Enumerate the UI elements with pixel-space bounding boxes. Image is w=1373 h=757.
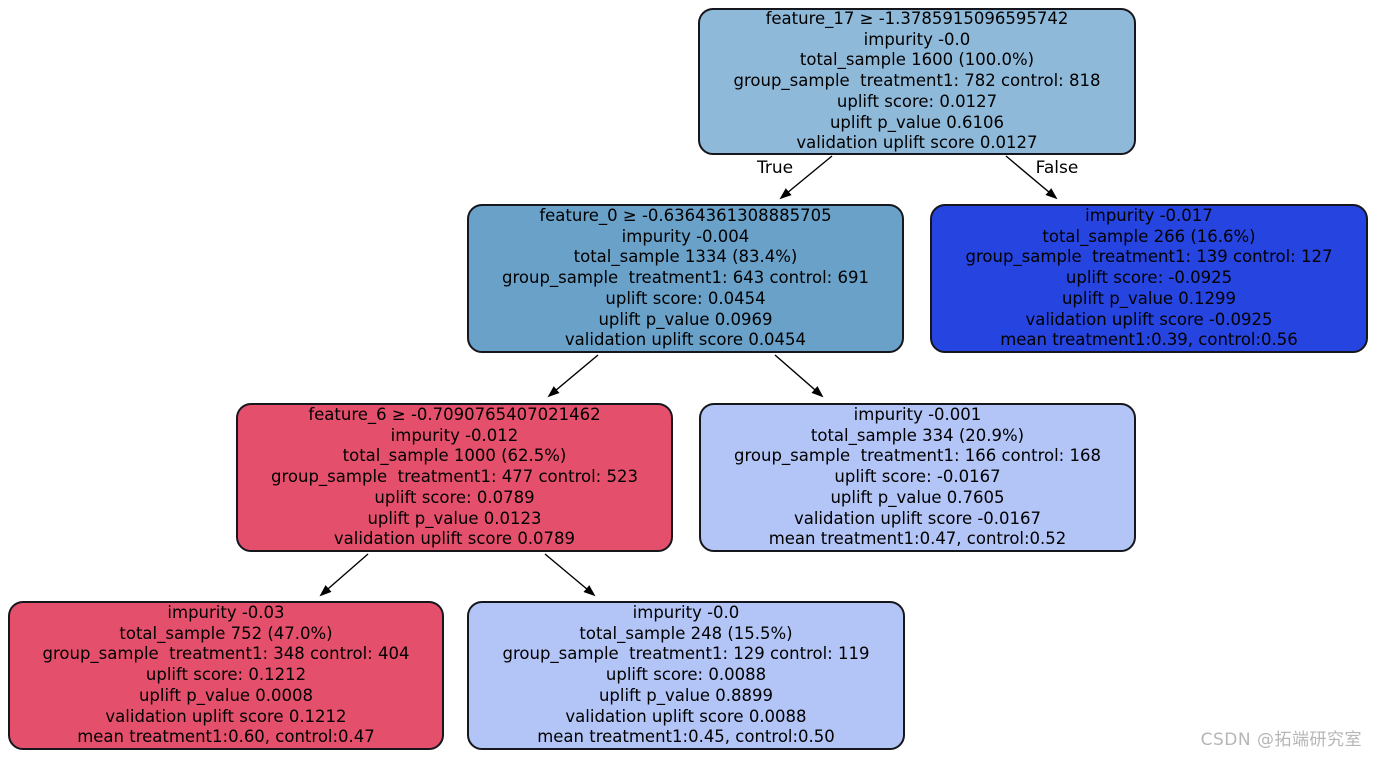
node-uplift-pvalue: uplift p_value 0.8899 bbox=[598, 685, 774, 705]
node-uplift-pvalue: uplift p_value 0.0008 bbox=[138, 685, 314, 705]
node-mean-outcomes: mean treatment1:0.60, control:0.47 bbox=[77, 727, 375, 747]
node-validation-uplift: validation uplift score 0.0789 bbox=[333, 529, 576, 549]
node-total-sample: total_sample 1600 (100.0%) bbox=[799, 50, 1035, 70]
node-group-sample: group_sample treatment1: 782 control: 81… bbox=[733, 71, 1101, 91]
node-validation-uplift: validation uplift score -0.0925 bbox=[1025, 309, 1273, 329]
node-uplift-score: uplift score: -0.0167 bbox=[834, 467, 1001, 487]
tree-node-left-left-right: impurity -0.0 total_sample 248 (15.5%) g… bbox=[467, 601, 905, 750]
node-uplift-score: uplift score: 0.0789 bbox=[374, 487, 535, 507]
node-uplift-score: uplift score: 0.0127 bbox=[836, 91, 998, 111]
node-mean-outcomes: mean treatment1:0.39, control:0.56 bbox=[1000, 330, 1298, 350]
node-uplift-score: uplift score: -0.0925 bbox=[1065, 268, 1233, 288]
node-total-sample: total_sample 248 (15.5%) bbox=[579, 623, 793, 643]
node-uplift-pvalue: uplift p_value 0.6106 bbox=[829, 112, 1005, 132]
node-total-sample: total_sample 752 (47.0%) bbox=[119, 623, 333, 643]
edge-leftleft-left bbox=[319, 553, 369, 597]
edge-label-true: True bbox=[756, 158, 794, 178]
node-impurity: impurity -0.0 bbox=[632, 603, 740, 623]
node-uplift-pvalue: uplift p_value 0.0969 bbox=[598, 309, 773, 329]
node-impurity: impurity -0.017 bbox=[1085, 206, 1213, 226]
node-total-sample: total_sample 1334 (83.4%) bbox=[573, 247, 798, 267]
node-split-rule: feature_17 ≥ -1.3785915096595742 bbox=[765, 9, 1069, 29]
edge-leftleft-right bbox=[544, 553, 596, 597]
node-impurity: impurity -0.001 bbox=[853, 405, 982, 425]
tree-node-right: impurity -0.017 total_sample 266 (16.6%)… bbox=[930, 204, 1368, 353]
edge-left-right bbox=[774, 354, 824, 398]
node-total-sample: total_sample 1000 (62.5%) bbox=[342, 446, 567, 466]
node-impurity: impurity -0.03 bbox=[167, 603, 285, 623]
edge-left-left bbox=[547, 354, 599, 398]
node-uplift-score: uplift score: 0.0088 bbox=[605, 665, 767, 685]
node-group-sample: group_sample treatment1: 643 control: 69… bbox=[502, 268, 869, 288]
node-mean-outcomes: mean treatment1:0.47, control:0.52 bbox=[768, 529, 1067, 549]
tree-node-left-left: feature_6 ≥ -0.7090765407021462 impurity… bbox=[236, 403, 673, 552]
node-uplift-pvalue: uplift p_value 0.0123 bbox=[367, 508, 542, 528]
node-impurity: impurity -0.012 bbox=[390, 425, 519, 445]
tree-node-left-right: impurity -0.001 total_sample 334 (20.9%)… bbox=[699, 403, 1136, 552]
node-validation-uplift: validation uplift score 0.0454 bbox=[564, 330, 807, 350]
tree-node-root: feature_17 ≥ -1.3785915096595742 impurit… bbox=[698, 8, 1136, 155]
node-uplift-score: uplift score: 0.0454 bbox=[605, 288, 766, 308]
node-group-sample: group_sample treatment1: 477 control: 52… bbox=[271, 467, 638, 487]
node-group-sample: group_sample treatment1: 129 control: 11… bbox=[502, 644, 870, 664]
tree-node-left-left-left: impurity -0.03 total_sample 752 (47.0%) … bbox=[8, 601, 444, 750]
node-uplift-score: uplift score: 0.1212 bbox=[145, 665, 307, 685]
node-impurity: impurity -0.0 bbox=[863, 29, 971, 49]
node-validation-uplift: validation uplift score 0.0088 bbox=[565, 706, 807, 726]
node-uplift-pvalue: uplift p_value 0.7605 bbox=[830, 487, 1005, 507]
node-impurity: impurity -0.004 bbox=[621, 226, 750, 246]
node-uplift-pvalue: uplift p_value 0.1299 bbox=[1061, 288, 1237, 308]
tree-node-left: feature_0 ≥ -0.6364361308885705 impurity… bbox=[467, 204, 904, 353]
watermark: CSDN @拓端研究室 bbox=[1200, 730, 1362, 750]
node-group-sample: group_sample treatment1: 348 control: 40… bbox=[42, 644, 410, 664]
edge-label-false: False bbox=[1035, 158, 1079, 178]
node-split-rule: feature_0 ≥ -0.6364361308885705 bbox=[539, 206, 832, 226]
node-validation-uplift: validation uplift score -0.0167 bbox=[793, 508, 1042, 528]
node-split-rule: feature_6 ≥ -0.7090765407021462 bbox=[308, 405, 601, 425]
node-total-sample: total_sample 334 (20.9%) bbox=[810, 425, 1025, 445]
node-validation-uplift: validation uplift score 0.1212 bbox=[105, 706, 347, 726]
node-group-sample: group_sample treatment1: 139 control: 12… bbox=[965, 247, 1333, 267]
node-group-sample: group_sample treatment1: 166 control: 16… bbox=[734, 446, 1101, 466]
node-validation-uplift: validation uplift score 0.0127 bbox=[796, 133, 1038, 153]
node-mean-outcomes: mean treatment1:0.45, control:0.50 bbox=[537, 727, 835, 747]
node-total-sample: total_sample 266 (16.6%) bbox=[1042, 226, 1256, 246]
